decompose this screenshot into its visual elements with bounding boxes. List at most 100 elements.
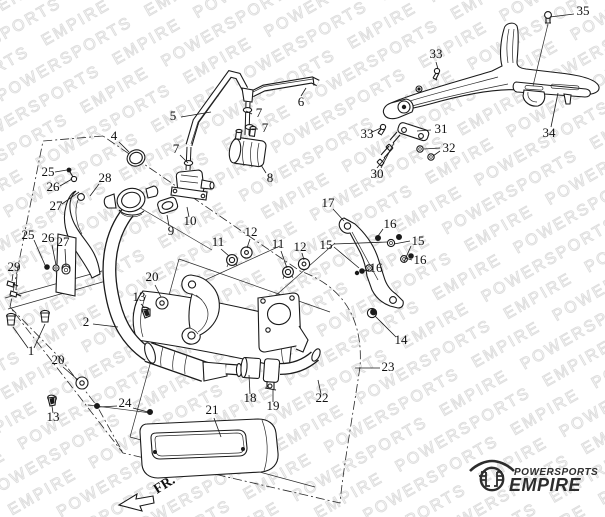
logo-emblem-icon: [469, 459, 515, 492]
callout-21: 21: [206, 402, 219, 417]
leader-line-35: [549, 13, 575, 18]
left-fasteners: [6, 296, 169, 415]
rear-rack: [376, 11, 600, 167]
leader-line-27: [64, 248, 67, 267]
leader-line-31: [416, 129, 432, 132]
callout-20: 20: [146, 269, 159, 284]
muffler-front-bracket: [181, 274, 220, 345]
callout-13: 13: [133, 289, 146, 304]
callout-4: 4: [111, 128, 118, 143]
callout-9: 9: [168, 223, 175, 238]
fr-arrow-icon: [117, 492, 155, 512]
canister-8: [228, 125, 267, 168]
leader-line-5: [180, 111, 212, 118]
callout-13: 13: [47, 409, 60, 424]
clamp-7c: [183, 160, 194, 166]
callout-19: 19: [267, 398, 280, 413]
leader-line-26: [51, 244, 57, 266]
leader-line-14: [374, 315, 397, 338]
leader-line-21: [213, 417, 222, 438]
screw-25-bottom: [44, 264, 50, 270]
callout-20: 20: [52, 352, 65, 367]
leader-line-33: [371, 127, 382, 133]
bolts-30: [376, 131, 401, 167]
phantom-enclosure: [9, 135, 361, 504]
leader-line-13: [140, 303, 146, 309]
leader-line-1: [12, 326, 29, 349]
callout-7: 7: [262, 120, 269, 135]
pipe-junction: [241, 87, 254, 103]
leader-line-24: [98, 405, 118, 408]
bolt-1-left: [6, 312, 16, 326]
leader-line-16: [362, 269, 370, 272]
callout-7: 7: [256, 105, 263, 120]
callout-2: 2: [83, 314, 90, 329]
bolt-1-right: [40, 309, 50, 323]
leader-line-30: [380, 142, 395, 169]
callout-32: 32: [443, 140, 456, 155]
bolt-33-top: [432, 67, 441, 81]
leader-line-34: [550, 92, 559, 128]
gasket-ring-4: [126, 149, 146, 167]
callout-29: 29: [8, 259, 21, 274]
bracket-17: [338, 217, 404, 309]
callout-27: 27: [50, 198, 64, 213]
washer-26-top: [70, 175, 78, 183]
leader-line-11: [220, 248, 230, 257]
bolt-14: [366, 307, 378, 319]
rack-upright-inner: [506, 28, 515, 64]
muffler-brackets: [181, 217, 414, 353]
nut-11-right: [282, 266, 294, 280]
leader-line-13: [51, 405, 54, 414]
leader-line-25: [33, 239, 46, 266]
bolt-13-top: [141, 306, 151, 319]
leader-line-24: [132, 407, 149, 413]
leader-line-29: [11, 273, 14, 282]
callout-16: 16: [370, 260, 384, 275]
leader-line-32: [432, 150, 441, 157]
callout-27: 27: [57, 234, 71, 249]
leader-line-15: [393, 240, 411, 245]
callout-25: 25: [42, 164, 55, 179]
callout-34: 34: [543, 125, 557, 140]
callout-12: 12: [294, 239, 307, 254]
leader-line-7: [179, 154, 189, 164]
callout-1: 1: [28, 343, 35, 358]
phantom-boundaries: [9, 135, 361, 504]
callout-11: 11: [272, 236, 285, 251]
bolt-33-left: [377, 123, 387, 136]
leader-line-4: [118, 141, 130, 153]
callout-5: 5: [170, 108, 177, 123]
callout-26: 26: [47, 179, 61, 194]
breather-system: [126, 70, 320, 168]
phantom-inner-line: [9, 306, 124, 454]
callout-14: 14: [395, 332, 409, 347]
leader-line-12: [246, 238, 251, 249]
nut-11-left: [226, 254, 238, 268]
leader-line-25: [54, 169, 68, 173]
callout-15: 15: [320, 237, 333, 252]
heat-shield-21: [139, 418, 279, 479]
leader-line-11: [280, 250, 288, 269]
bolt-35: [532, 11, 552, 87]
callout-8: 8: [267, 170, 274, 185]
callout-6: 6: [298, 94, 305, 109]
washer-27-bottom: [61, 265, 71, 275]
leader-line-20: [62, 366, 79, 381]
callout-30: 30: [371, 166, 384, 181]
callout-28: 28: [99, 170, 112, 185]
leader-line-7: [245, 110, 253, 115]
leader-line-9: [166, 214, 170, 227]
callout-23: 23: [382, 359, 395, 374]
logo-brand-text: POWERSPORTS: [514, 467, 598, 478]
washer-20-bottom: [75, 376, 89, 390]
gasket-9: [157, 196, 179, 214]
callout-22: 22: [316, 390, 329, 405]
coupler-18: [240, 356, 262, 380]
callout-16: 16: [414, 252, 428, 267]
callout-33: 33: [430, 46, 443, 61]
callout-25: 25: [22, 227, 35, 242]
